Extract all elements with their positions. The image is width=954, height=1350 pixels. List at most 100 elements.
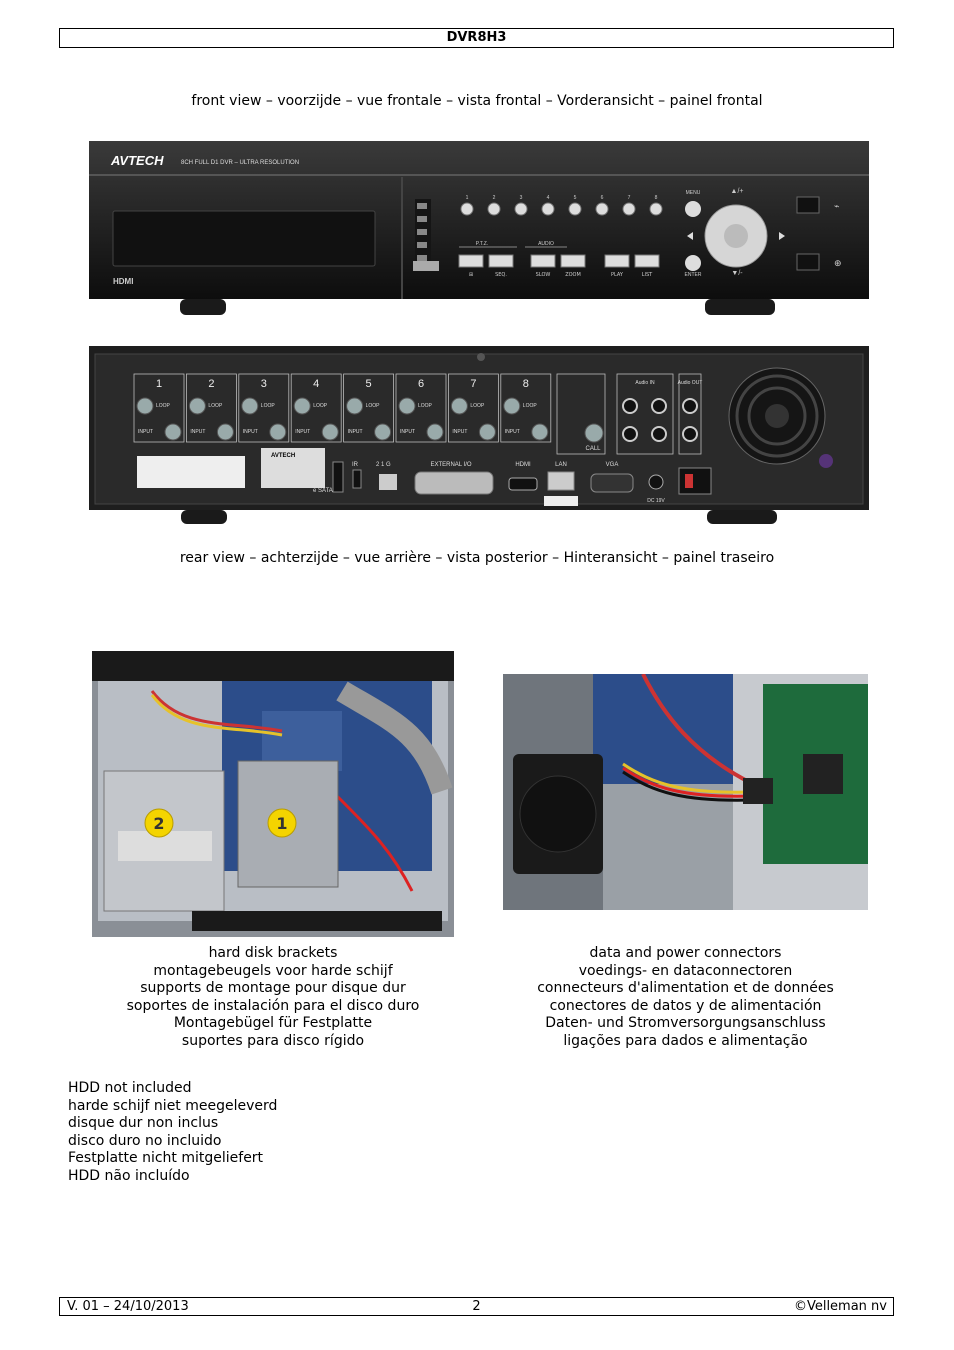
ptz-group-label: P.T.Z.	[476, 241, 488, 247]
channel-button-6[interactable]	[595, 202, 609, 216]
connectors-caption: data and power connectors voedings- en d…	[503, 945, 868, 1051]
audio-in-label: Audio IN	[635, 380, 655, 386]
input-label: INPUT	[452, 429, 467, 435]
channel-button-label: 7	[628, 195, 631, 201]
function-key[interactable]	[604, 254, 630, 268]
pins-label: 2 1 G	[376, 462, 391, 468]
channel-button-8[interactable]	[649, 202, 663, 216]
loop-label: LOOP	[418, 403, 433, 409]
function-key[interactable]	[488, 254, 514, 268]
bnc-input-connector	[321, 423, 339, 441]
brackets-drawing: 2 1	[92, 651, 454, 937]
page-header: DVR8H3	[59, 28, 894, 48]
function-key-label: ZOOM	[565, 272, 581, 278]
connectors-caption-line: voedings- en dataconnectoren	[578, 962, 793, 979]
channel-button-label: 4	[547, 195, 550, 201]
bnc-input-connector	[426, 423, 444, 441]
lan-port	[547, 471, 575, 491]
bnc-loop-connector	[293, 397, 311, 415]
brackets-caption: hard disk brackets montagebeugels voor h…	[92, 945, 454, 1051]
channel-button-7[interactable]	[622, 202, 636, 216]
loop-label: LOOP	[313, 403, 328, 409]
audio-out-label: Audio OUT	[678, 380, 703, 386]
hdd-note-line: disque dur non inclus	[68, 1115, 219, 1132]
audio-group-label: AUDIO	[538, 241, 554, 247]
function-key-label: PLAY	[611, 272, 624, 278]
channel-button-label: 3	[520, 195, 523, 201]
channel-number: 5	[366, 378, 372, 390]
connectors-caption-line: ligações para dados e alimentação	[563, 1032, 808, 1049]
dc-label: DC 19V	[647, 498, 665, 504]
connectors-caption-line: connecteurs d'alimentation et de données	[537, 980, 834, 997]
hdd-note-line: disco duro no incluido	[68, 1132, 222, 1149]
hdd-note-line: HDD não incluído	[68, 1167, 190, 1184]
brackets-caption-line: hard disk brackets	[208, 945, 338, 961]
hdd-note-line: harde schijf niet meegeleverd	[68, 1097, 278, 1114]
bracket-1-label: 1	[276, 814, 287, 833]
loop-label: LOOP	[156, 403, 171, 409]
front-view-image: AVTECH 8CH FULL D1 DVR – ULTRA RESOLUTIO…	[89, 141, 869, 317]
bnc-loop-connector	[398, 397, 416, 415]
bnc-input-connector	[374, 423, 392, 441]
enter-button[interactable]	[685, 255, 701, 271]
channel-button-1[interactable]	[460, 202, 474, 216]
function-key[interactable]	[530, 254, 556, 268]
channel-button-3[interactable]	[514, 202, 528, 216]
bnc-input-connector	[164, 423, 182, 441]
bnc-loop-connector	[450, 397, 468, 415]
video-channel-box	[238, 373, 290, 443]
function-key-label: SEQ.	[495, 272, 507, 278]
bnc-input-connector	[531, 423, 549, 441]
front-view-caption: front view – voorzijde – vue frontale – …	[191, 93, 763, 109]
bnc-loop-connector	[136, 397, 154, 415]
bnc-loop-connector	[241, 397, 259, 415]
channel-number: 3	[261, 378, 267, 390]
channel-number: 4	[313, 378, 319, 390]
channel-button-label: 6	[601, 195, 604, 201]
external-io-label: EXTERNAL I/O	[430, 462, 471, 468]
esata-label: e SATA	[313, 488, 333, 494]
connectors-caption-line: conectores de datos y de alimentación	[549, 997, 822, 1014]
channel-button-4[interactable]	[541, 202, 555, 216]
video-channel-box	[343, 373, 395, 443]
bnc-input-connector	[269, 423, 287, 441]
rear-rating-brand: AVTECH	[271, 453, 295, 459]
ir-label: IR	[352, 462, 359, 468]
video-channel-box	[290, 373, 342, 443]
loop-label: LOOP	[366, 403, 381, 409]
channel-button-label: 1	[466, 195, 469, 201]
page-footer: V. 01 – 24/10/2013 2 ©Velleman nv	[59, 1297, 894, 1316]
data-power-connectors-photo	[503, 674, 868, 910]
doc-title: DVR8H3	[446, 30, 507, 45]
external-io-port	[414, 471, 494, 495]
hdd-note-line: HDD not included	[68, 1080, 192, 1096]
mouse-icon: ⊕	[834, 259, 842, 269]
menu-button[interactable]	[685, 201, 701, 217]
video-channel-box	[186, 373, 237, 443]
power-switch[interactable]	[678, 467, 712, 495]
channel-button-5[interactable]	[568, 202, 582, 216]
channel-number: 8	[523, 378, 529, 390]
right-arrow-icon[interactable]	[779, 232, 785, 240]
menu-label: MENU	[686, 190, 701, 196]
channel-number: 2	[208, 378, 214, 390]
channel-number: 1	[156, 378, 162, 390]
call-label: CALL	[585, 446, 601, 452]
function-key-label: SLOW	[536, 272, 551, 278]
function-key[interactable]	[560, 254, 586, 268]
function-key[interactable]	[458, 254, 484, 268]
brackets-caption-line: montagebeugels voor harde schijf	[153, 962, 393, 979]
function-key[interactable]	[634, 254, 660, 268]
enter-label: ENTER	[685, 272, 702, 278]
front-panel-drawing: AVTECH 8CH FULL D1 DVR – ULTRA RESOLUTIO…	[89, 141, 869, 315]
hdmi-port	[508, 477, 538, 491]
brackets-caption-line: soportes de instalación para el disco du…	[126, 997, 420, 1014]
channel-number: 7	[470, 378, 476, 390]
input-label: INPUT	[243, 429, 258, 435]
footer-page-number: 2	[472, 1299, 481, 1314]
loop-label: LOOP	[208, 403, 223, 409]
vga-label: VGA	[606, 462, 619, 468]
left-arrow-icon[interactable]	[687, 232, 693, 240]
loop-label: LOOP	[470, 403, 485, 409]
channel-button-2[interactable]	[487, 202, 501, 216]
